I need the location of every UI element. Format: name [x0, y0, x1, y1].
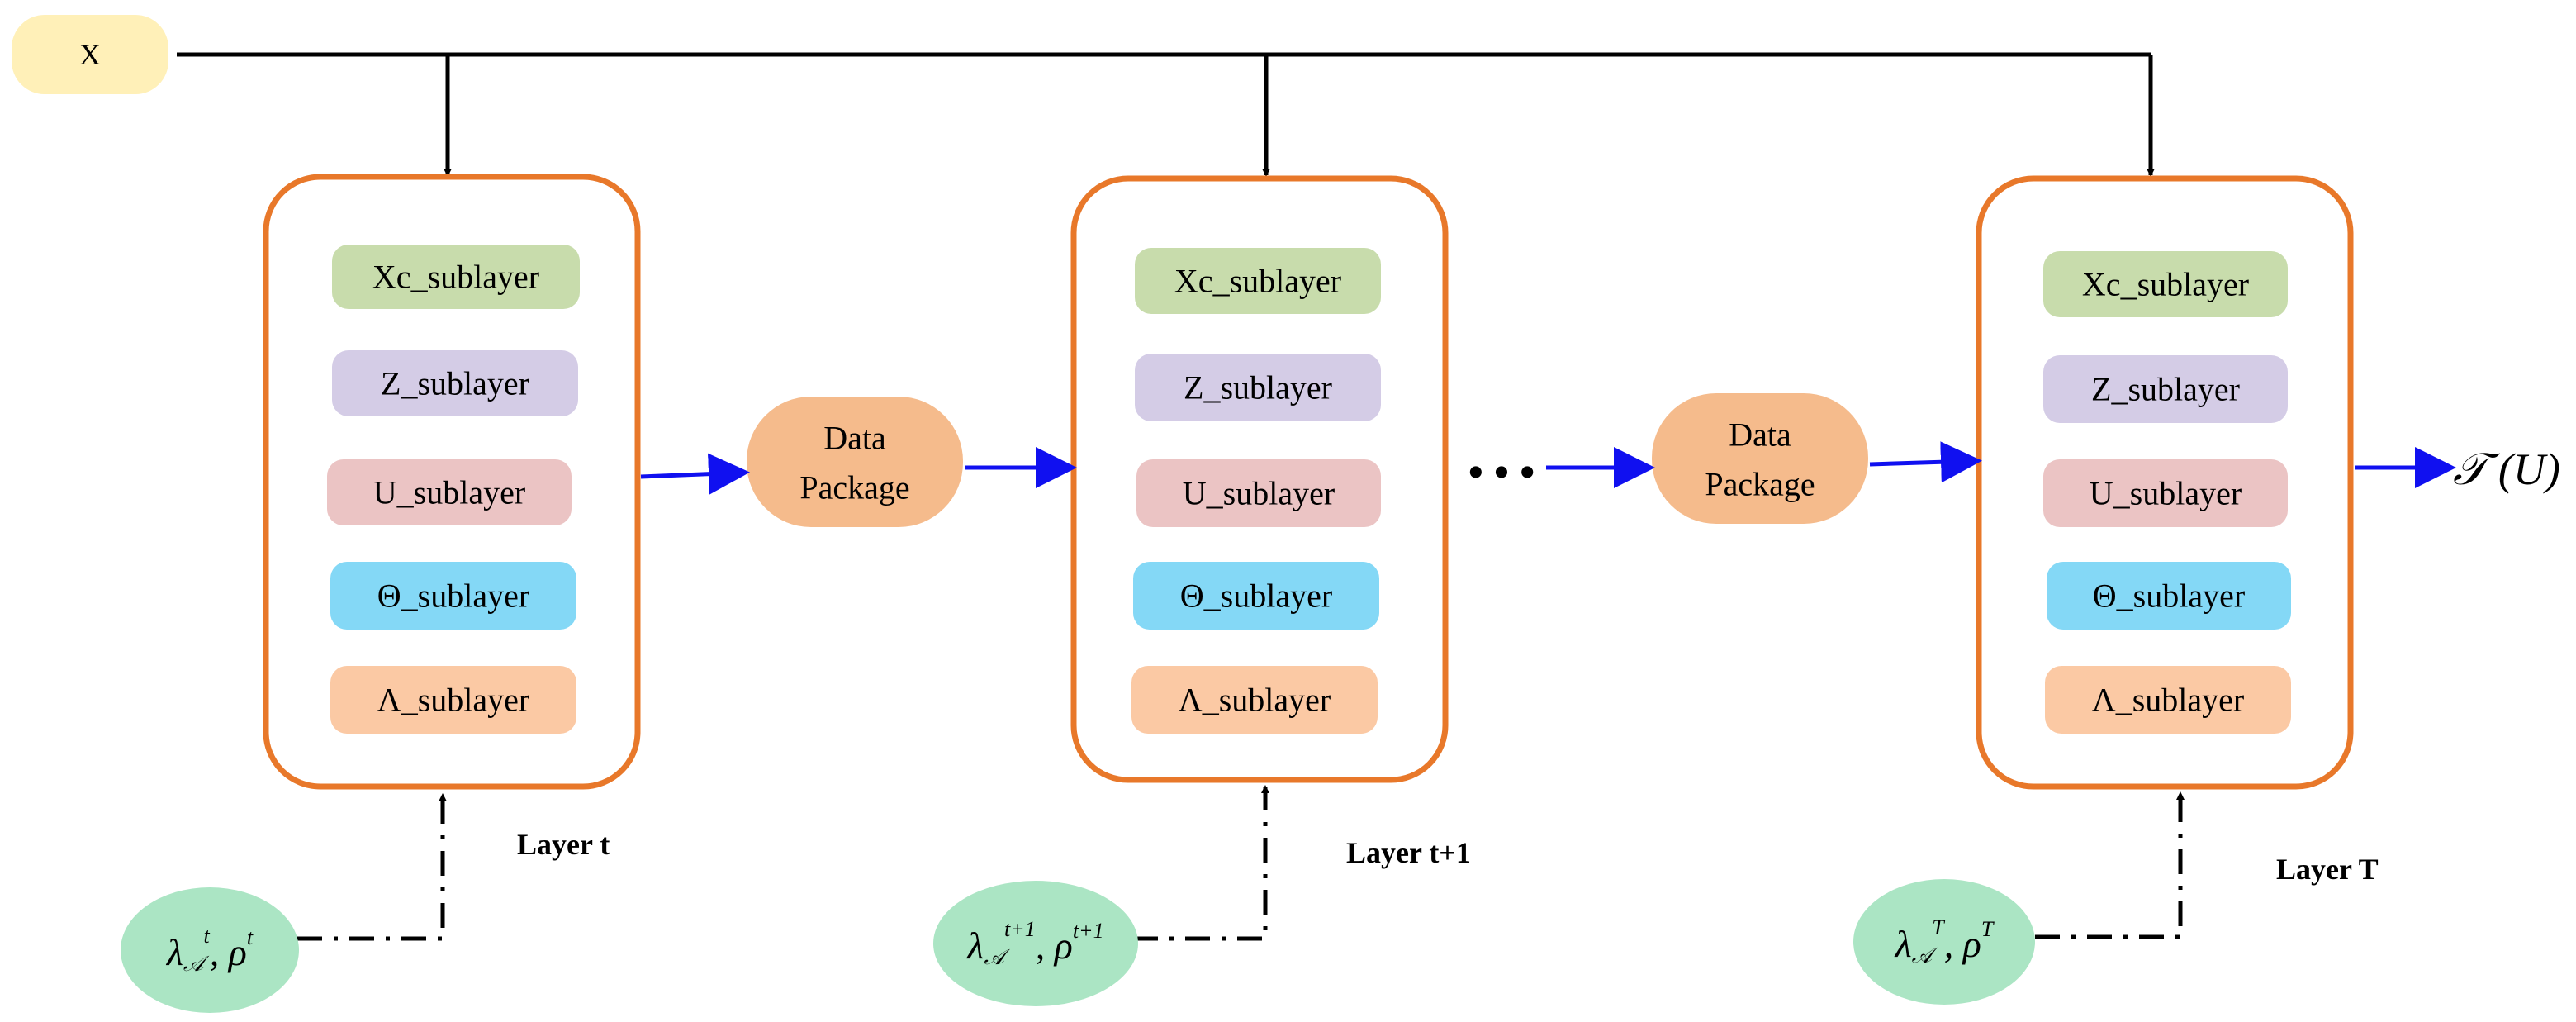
data-package-1: Data Package: [1652, 393, 1868, 524]
sublayer-xc: Xc_sublayer: [2043, 251, 2288, 317]
layer-label-1: Layer t+1: [1346, 836, 1471, 869]
layer-block-1: Xc_sublayer Z_sublayer U_sublayer Θ_subl…: [1070, 175, 1449, 783]
svg-text:Package: Package: [1705, 466, 1815, 503]
svg-text:Package: Package: [799, 469, 909, 506]
svg-text:Z_sublayer: Z_sublayer: [1184, 369, 1332, 406]
parameter-node-1: λ𝒜t+1, ρt+1: [933, 881, 1138, 1006]
sublayer-lambda: Λ_sublayer: [1131, 666, 1378, 734]
sublayer-theta: Θ_sublayer: [330, 562, 576, 630]
sublayer-u: U_sublayer: [327, 459, 572, 525]
sublayer-u: U_sublayer: [1136, 459, 1381, 527]
arrow-package1-to-layer2: [1869, 441, 1982, 483]
svg-text:Z_sublayer: Z_sublayer: [381, 365, 529, 402]
input-box: [12, 15, 168, 94]
sublayer-xc: Xc_sublayer: [1135, 248, 1381, 314]
layer-label-2: Layer T: [2276, 853, 2379, 886]
layer-block-2: Xc_sublayer Z_sublayer U_sublayer Θ_subl…: [1976, 175, 2354, 790]
svg-text:U_sublayer: U_sublayer: [2090, 475, 2242, 512]
sublayer-u: U_sublayer: [2043, 459, 2288, 527]
svg-text:Λ_sublayer: Λ_sublayer: [377, 682, 530, 719]
sublayer-theta: Θ_sublayer: [2047, 562, 2291, 630]
sublayer-z: Z_sublayer: [1135, 354, 1381, 421]
sublayer-z: Z_sublayer: [332, 350, 578, 416]
ellipsis: • • •: [1468, 449, 1535, 497]
svg-text:λ𝒜t+1, ρt+1: λ𝒜t+1, ρt+1: [965, 917, 1103, 969]
sublayer-lambda: Λ_sublayer: [2045, 666, 2291, 734]
sublayer-theta: Θ_sublayer: [1133, 562, 1379, 630]
sublayer-z: Z_sublayer: [2043, 355, 2288, 423]
input-node: X: [12, 15, 168, 94]
svg-text:U_sublayer: U_sublayer: [1183, 475, 1335, 512]
sublayer-xc: Xc_sublayer: [332, 245, 580, 309]
output-label: 𝒯 (U): [2453, 444, 2560, 494]
svg-text:Z_sublayer: Z_sublayer: [2091, 371, 2240, 408]
svg-text:Xc_sublayer: Xc_sublayer: [2082, 266, 2249, 303]
svg-text:Data: Data: [1729, 416, 1791, 454]
svg-text:λ𝒜T, ρT: λ𝒜T, ρT: [1894, 915, 1995, 967]
input-connector: [177, 52, 2155, 177]
svg-text:Data: Data: [823, 420, 886, 457]
parameter-node-0: λ𝒜t, ρt: [121, 887, 299, 1013]
svg-text:U_sublayer: U_sublayer: [373, 474, 525, 511]
svg-text:Xc_sublayer: Xc_sublayer: [372, 259, 539, 296]
svg-text:Xc_sublayer: Xc_sublayer: [1174, 263, 1341, 300]
data-package-0: Data Package: [747, 397, 963, 527]
parameter-node-2: λ𝒜T, ρT: [1853, 879, 2035, 1005]
arrow-layer0-to-package0: [640, 453, 750, 495]
sublayer-lambda: Λ_sublayer: [330, 666, 576, 734]
layer-block-0: Xc_sublayer Z_sublayer U_sublayer Θ_subl…: [263, 174, 641, 790]
input-label: X: [79, 38, 101, 71]
svg-text:Θ_sublayer: Θ_sublayer: [377, 578, 529, 615]
svg-text:λ𝒜t, ρt: λ𝒜t, ρt: [165, 924, 254, 976]
svg-text:Λ_sublayer: Λ_sublayer: [1179, 682, 1331, 719]
svg-text:Θ_sublayer: Θ_sublayer: [2093, 578, 2245, 615]
data-flow-arrows: [640, 441, 2456, 495]
svg-text:Θ_sublayer: Θ_sublayer: [1180, 578, 1332, 615]
svg-text:Λ_sublayer: Λ_sublayer: [2092, 682, 2245, 719]
layer-label-0: Layer t: [517, 828, 610, 861]
